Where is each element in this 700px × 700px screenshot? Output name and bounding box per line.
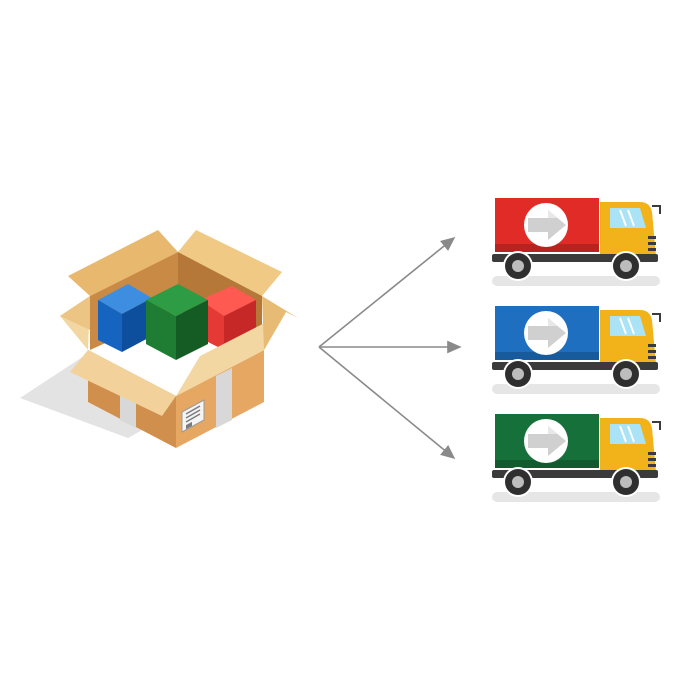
box-front-flap-left xyxy=(70,350,176,416)
truck-wheel-icon xyxy=(503,251,533,281)
arrow-right-icon xyxy=(524,419,568,463)
truck-mirror xyxy=(652,421,661,430)
truck-wheel-icon xyxy=(611,359,641,389)
box-back-flap-right xyxy=(178,230,282,296)
truck-window xyxy=(610,316,646,336)
truck-grille xyxy=(648,236,656,239)
truck-cargo-shade xyxy=(495,244,599,252)
box-front-flap-right-outer xyxy=(262,296,298,350)
shipping-label-icon xyxy=(181,399,205,433)
green-block xyxy=(146,284,208,360)
arrow-to-red-truck xyxy=(318,236,456,348)
trucks-group xyxy=(492,198,661,502)
truck-window xyxy=(610,208,646,228)
box-back-flap-left xyxy=(68,230,178,296)
truck-cargo-shade xyxy=(495,352,599,360)
truck-mirror xyxy=(652,313,661,322)
arrow-right-icon xyxy=(524,311,568,355)
truck-wheel-icon xyxy=(611,467,641,497)
truck-mirror xyxy=(652,205,661,214)
truck-blue-icon xyxy=(492,306,661,394)
blue-block xyxy=(98,284,152,352)
truck-grille xyxy=(648,452,656,455)
truck-grille xyxy=(648,344,656,347)
truck-cargo-shade xyxy=(495,460,599,468)
truck-green-icon xyxy=(492,414,661,502)
box-side-flap-left xyxy=(60,296,90,330)
box-tape-right xyxy=(216,368,232,428)
truck-wheel-icon xyxy=(611,251,641,281)
arrow-to-green-truck xyxy=(318,346,456,460)
truck-window xyxy=(610,424,646,444)
box-front-flap-right xyxy=(176,312,286,396)
truck-red-icon xyxy=(492,198,661,286)
open-cardboard-box-icon xyxy=(20,230,298,448)
truck-wheel-icon xyxy=(503,467,533,497)
truck-wheel-icon xyxy=(503,359,533,389)
arrow-right-icon xyxy=(524,203,568,247)
distribution-arrows xyxy=(318,236,462,460)
